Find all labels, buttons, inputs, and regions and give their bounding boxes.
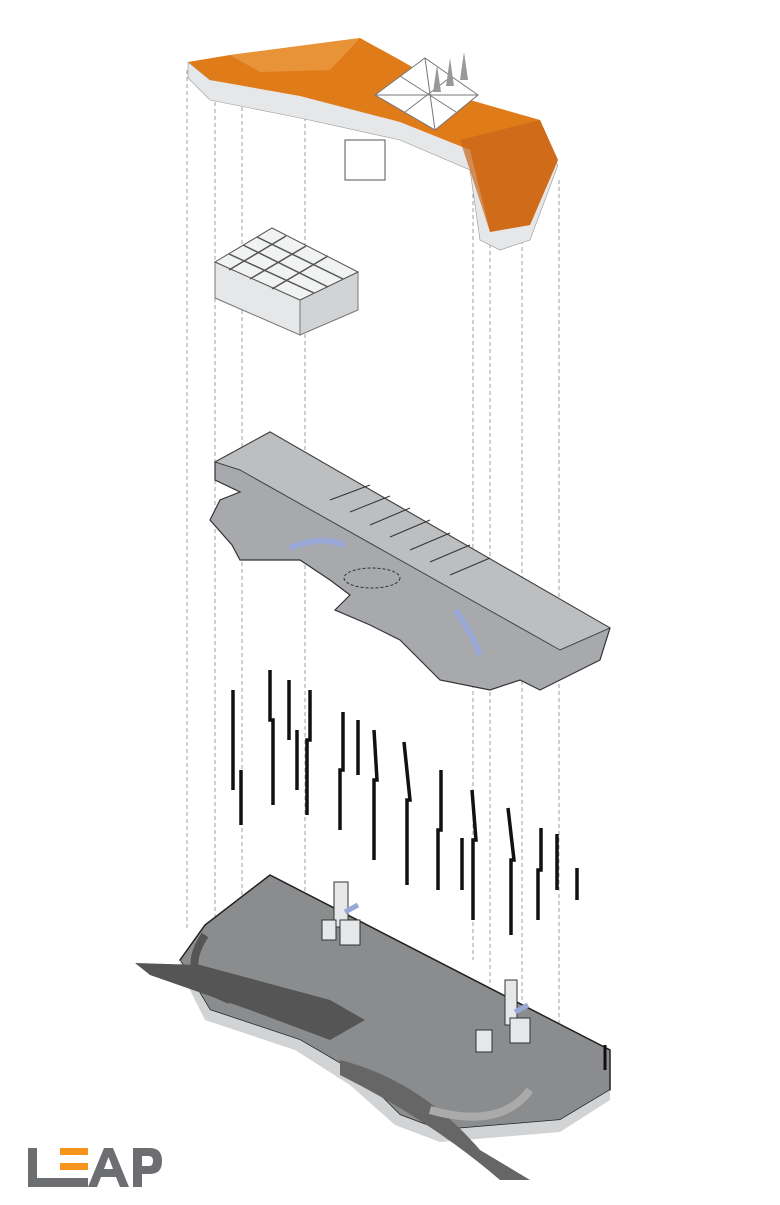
gallery-box-layer [213, 227, 360, 336]
upper-floor-layer [209, 431, 612, 691]
roof-layer [187, 38, 559, 251]
wall-fins-layer [231, 670, 579, 935]
leap-logo [28, 1148, 162, 1187]
ground-floor-layer [135, 874, 611, 1180]
stair-towers [321, 881, 531, 1053]
chimneys [433, 52, 468, 92]
